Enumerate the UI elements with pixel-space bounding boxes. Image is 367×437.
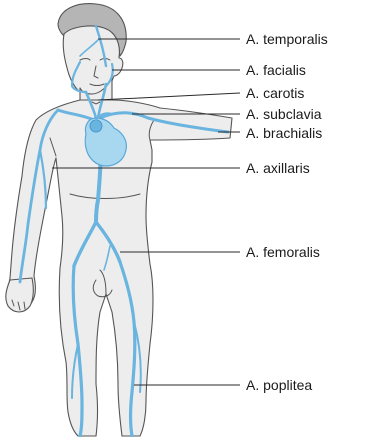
label-carotis: A. carotis: [246, 85, 304, 101]
label-femoralis: A. femoralis: [246, 244, 320, 260]
label-facialis: A. facialis: [246, 62, 306, 78]
human-body: [6, 4, 232, 436]
label-temporalis: A. temporalis: [246, 31, 328, 47]
label-poplitea: A. poplitea: [246, 377, 312, 393]
label-subclavia: A. subclavia: [246, 106, 322, 122]
leader-carotis: [98, 93, 240, 100]
label-axillaris: A. axillaris: [246, 160, 310, 176]
label-brachialis: A. brachialis: [246, 125, 322, 141]
aortic-arch: [90, 120, 102, 132]
labels: A. temporalis A. facialis A. carotis A. …: [246, 31, 328, 393]
